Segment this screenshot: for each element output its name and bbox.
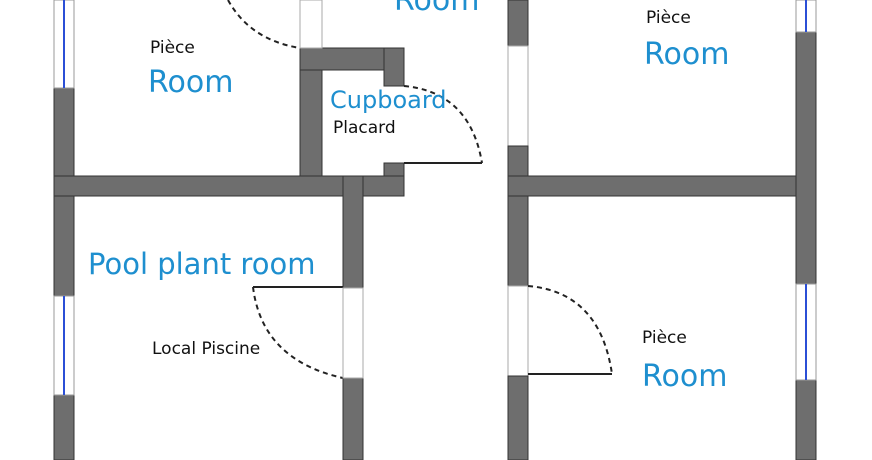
- door-pool-plant-room: [252, 286, 344, 379]
- door-bottom-right: [527, 285, 613, 375]
- room-top-right-french: Pièce: [646, 8, 691, 28]
- room-bottom-right-french: Pièce: [642, 328, 687, 348]
- wall-right-outer: [795, 31, 817, 460]
- room-top-left-english: Room: [148, 65, 234, 100]
- wall-left-outer: [53, 87, 75, 460]
- window-left: [53, 0, 75, 396]
- room-top-center-english: Room: [394, 0, 480, 18]
- wall-top-center: [299, 0, 323, 49]
- wall-center: [507, 0, 807, 460]
- door-cupboard: [403, 85, 483, 164]
- cupboard-english: Cupboard: [330, 86, 447, 114]
- room-bottom-right-english: Room: [642, 359, 728, 394]
- pool-plant-room-french: Local Piscine: [152, 339, 261, 359]
- door-top-left: [227, 0, 301, 49]
- cupboard-french: Placard: [333, 118, 396, 138]
- pool-plant-room-english: Pool plant room: [88, 247, 316, 281]
- wall-pool-room-right: [342, 287, 364, 460]
- window-right: [795, 0, 817, 381]
- wall-middle-left: [53, 175, 405, 289]
- room-top-left-french: Pièce: [150, 38, 195, 58]
- room-top-right-english: Room: [644, 37, 730, 72]
